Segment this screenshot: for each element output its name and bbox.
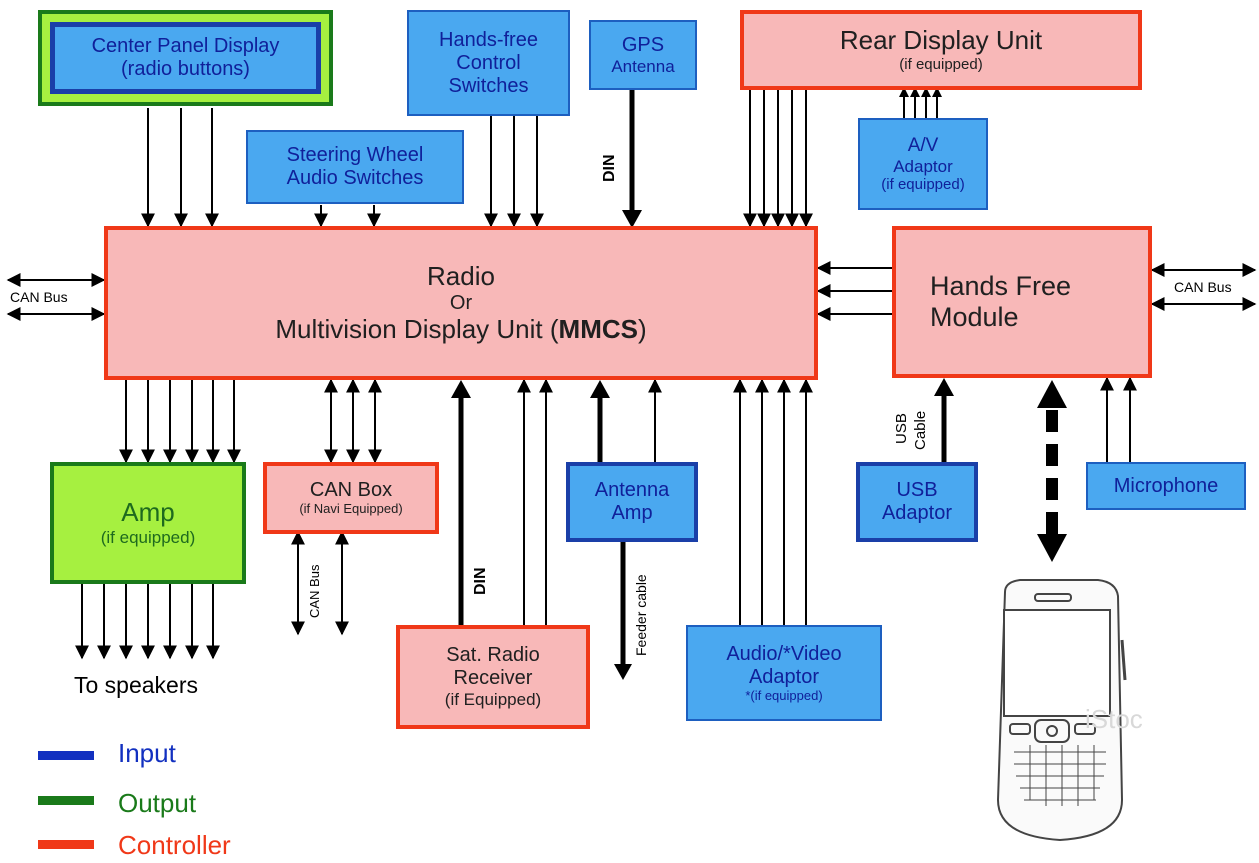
watermark: iStoc (1085, 704, 1143, 734)
gps-line1: GPS (621, 33, 665, 56)
sat-line2: Receiver (453, 667, 533, 690)
hands-free-module: Hands Free Module (892, 226, 1152, 378)
din-sat-label: DIN (472, 567, 489, 595)
arrow-feeder (614, 664, 632, 680)
arrow-antenna-thick (590, 380, 610, 398)
canbox-line2: (if Navi Equipped) (299, 501, 403, 517)
sat-radio-receiver: Sat. Radio Receiver (if Equipped) (396, 625, 590, 729)
radio-line2: Or (449, 291, 473, 314)
steering-wheel-audio-switches: Steering Wheel Audio Switches (246, 130, 464, 204)
gps-line2: Antenna (611, 56, 675, 76)
rear-display-unit: Rear Display Unit (if equipped) (740, 10, 1142, 90)
sat-line3: (if Equipped) (444, 690, 542, 710)
legend-input-swatch (38, 751, 94, 760)
legend-output-label: Output (118, 788, 197, 818)
wireless-link (1037, 380, 1067, 562)
antenna-amp: Antenna Amp (566, 462, 698, 542)
arrow-usb-cable (934, 378, 954, 396)
microphone-label: Microphone (1113, 474, 1219, 497)
radio-line3: Multivision Display Unit (MMCS) (275, 313, 647, 345)
usb-adaptor-line2: Adaptor (881, 502, 953, 524)
radio-line3-start: Multivision Display Unit ( (275, 313, 559, 344)
radio-mmcs-unit: Radio Or Multivision Display Unit (MMCS) (104, 226, 818, 380)
microphone: Microphone (1086, 462, 1246, 510)
can-bus-left-label: CAN Bus (10, 289, 68, 305)
arrow-sat-din (451, 380, 471, 398)
center-panel-line1: Center Panel Display (91, 35, 280, 57)
av-adaptor-line2: Adaptor (893, 156, 953, 176)
rear-display-line2: (if equipped) (899, 56, 983, 74)
usb-cable-label-1: USB (893, 413, 910, 444)
av-adaptor: A/V Adaptor (if equipped) (858, 118, 988, 210)
legend-output-swatch (38, 796, 94, 805)
can-box: CAN Box (if Navi Equipped) (263, 462, 439, 534)
radio-line1: Radio (427, 260, 495, 291)
din-gps-label: DIN (601, 154, 618, 182)
rear-display-line1: Rear Display Unit (839, 25, 1043, 56)
antenna-amp-line1: Antenna (594, 479, 670, 501)
legend-input-label: Input (118, 738, 176, 768)
amp-line1: Amp (121, 497, 175, 528)
audio-video-adaptor: Audio/*Video Adaptor *(if equipped) (686, 625, 882, 721)
avv-line3: *(if equipped) (745, 687, 823, 703)
canbox-line1: CAN Box (309, 479, 393, 502)
steering-line2: Audio Switches (286, 167, 424, 189)
hfm-line2: Module (930, 302, 1019, 332)
hf-switch-line1: Hands-free (439, 28, 538, 51)
legend-controller-label: Controller (118, 830, 231, 860)
usb-cable-label-2: Cable (912, 410, 929, 450)
hf-switch-line2: Control (456, 51, 521, 74)
av-adaptor-line1: A/V (907, 134, 939, 156)
av-adaptor-line3: (if equipped) (881, 176, 965, 194)
arrow-gps-din (622, 210, 642, 228)
steering-line1: Steering Wheel (286, 144, 424, 166)
radio-line3-bold: MMCS (558, 313, 638, 344)
usb-adaptor: USB Adaptor (856, 462, 978, 542)
can-bus-canbox-label: CAN Bus (307, 564, 322, 618)
center-panel-display: Center Panel Display (radio buttons) (38, 10, 333, 106)
radio-line3-end: ) (637, 313, 647, 344)
avv-line2: Adaptor (748, 665, 820, 688)
usb-adaptor-line1: USB (896, 479, 938, 501)
sat-line1: Sat. Radio (446, 644, 540, 667)
hf-switch-line3: Switches (448, 74, 529, 97)
antenna-amp-line2: Amp (611, 502, 653, 524)
gps-antenna: GPS Antenna (589, 20, 697, 90)
can-bus-right-label: CAN Bus (1174, 279, 1232, 295)
legend-controller-swatch (38, 840, 94, 849)
amp-line2: (if equipped) (100, 528, 196, 548)
phone-icon (996, 579, 1127, 842)
center-panel-line2: (radio buttons) (121, 58, 250, 80)
avv-line1: Audio/*Video (726, 642, 842, 665)
to-speakers-label: To speakers (74, 672, 199, 698)
hfm-line1: Hands Free (930, 270, 1072, 301)
feeder-cable-label: Feeder cable (633, 574, 649, 656)
hands-free-control-switches: Hands-free Control Switches (407, 10, 570, 116)
amp: Amp (if equipped) (50, 462, 246, 584)
